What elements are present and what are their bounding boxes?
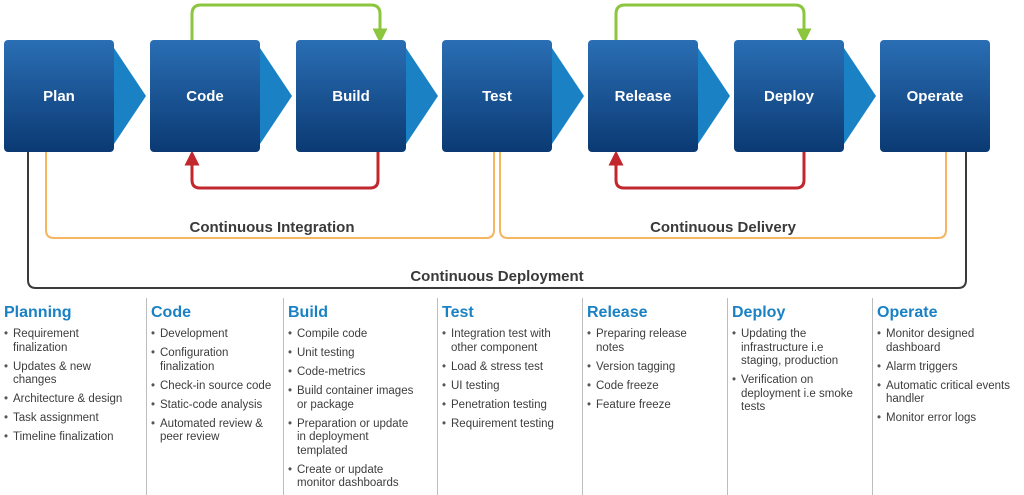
stage-code: Code (150, 40, 292, 152)
stage-details: Planning Requirement finalization Update… (0, 298, 1024, 495)
column-list: Integration test with other component Lo… (442, 328, 571, 431)
stage-label: Release (615, 88, 672, 105)
list-item: Automatic critical events handler (877, 380, 1012, 407)
continuous-integration-bracket (45, 152, 495, 239)
stage-release: Release (588, 40, 730, 152)
continuous-delivery-label: Continuous Delivery (650, 219, 797, 236)
list-item: Code-metrics (288, 366, 417, 380)
column-test: Test Integration test with other compone… (437, 298, 571, 495)
list-item: Task assignment (4, 412, 134, 426)
column-build: Build Compile code Unit testing Code-met… (283, 298, 417, 495)
stage-label: Test (482, 88, 512, 105)
list-item: Static-code analysis (151, 399, 280, 413)
list-item: Architecture & design (4, 393, 134, 407)
list-item: Feature freeze (587, 399, 716, 413)
column-title: Deploy (732, 304, 786, 321)
column-code: Code Development Configuration finalizat… (146, 298, 280, 495)
column-release: Release Preparing release notes Version … (582, 298, 716, 495)
list-item: Configuration finalization (151, 347, 280, 374)
column-list: Preparing release notes Version tagging … (587, 328, 716, 412)
list-item: Code freeze (587, 380, 716, 394)
column-title: Code (151, 304, 191, 321)
list-item: Penetration testing (442, 399, 571, 413)
stage-build: Build (296, 40, 438, 152)
column-list: Development Configuration finalization C… (151, 328, 280, 445)
list-item: Requirement finalization (4, 328, 134, 355)
stage-plan: Plan (4, 40, 146, 152)
list-item: Monitor designed dashboard (877, 328, 1012, 355)
continuous-deployment-label: Continuous Deployment (410, 268, 583, 285)
list-item: Unit testing (288, 347, 417, 361)
stage-label: Build (332, 88, 370, 105)
code-build-green-loop (190, 3, 388, 44)
column-title: Release (587, 304, 648, 321)
column-list: Updating the infrastructure i.e staging,… (732, 328, 861, 415)
column-operate: Operate Monitor designed dashboard Alarm… (872, 298, 1012, 495)
list-item: Load & stress test (442, 361, 571, 375)
list-item: Timeline finalization (4, 431, 134, 445)
pipeline-diagram: Continuous Integration Continuous Delive… (4, 3, 990, 289)
column-title: Test (442, 304, 474, 321)
column-deploy: Deploy Updating the infrastructure i.e s… (727, 298, 861, 495)
column-list: Compile code Unit testing Code-metrics B… (288, 328, 417, 491)
release-deploy-green-loop (614, 3, 812, 44)
column-title: Build (288, 304, 328, 321)
stage-label: Deploy (764, 88, 815, 105)
list-item: Monitor error logs (877, 412, 1012, 426)
column-title: Planning (4, 304, 72, 321)
list-item: Automated review & peer review (151, 418, 280, 445)
list-item: Create or update monitor dashboards (288, 464, 417, 491)
stage-label: Operate (907, 88, 964, 105)
continuous-integration-label: Continuous Integration (190, 219, 355, 236)
list-item: Preparing release notes (587, 328, 716, 355)
list-item: Development (151, 328, 280, 342)
list-item: Preparation or update in deployment temp… (288, 418, 417, 459)
continuous-delivery-bracket (499, 152, 947, 239)
list-item: Check-in source code (151, 380, 280, 394)
list-item: Version tagging (587, 361, 716, 375)
list-item: Integration test with other component (442, 328, 571, 355)
build-code-red-loop (184, 150, 380, 190)
column-planning: Planning Requirement finalization Update… (0, 298, 134, 495)
list-item: Requirement testing (442, 418, 571, 432)
list-item: Alarm triggers (877, 361, 1012, 375)
continuous-deployment-bracket (27, 152, 967, 289)
column-list: Monitor designed dashboard Alarm trigger… (877, 328, 1012, 426)
stage-label: Plan (43, 88, 75, 105)
list-item: Compile code (288, 328, 417, 342)
stage-deploy: Deploy (734, 40, 876, 152)
list-item: Build container images or package (288, 385, 417, 412)
list-item: UI testing (442, 380, 571, 394)
column-title: Operate (877, 304, 938, 321)
column-list: Requirement finalization Updates & new c… (4, 328, 134, 445)
stage-label: Code (186, 88, 224, 105)
deploy-release-red-loop (608, 150, 806, 190)
list-item: Updates & new changes (4, 361, 134, 388)
stage-test: Test (442, 40, 584, 152)
list-item: Verification on deployment i.e smoke tes… (732, 374, 861, 415)
list-item: Updating the infrastructure i.e staging,… (732, 328, 861, 369)
stage-operate: Operate (880, 40, 990, 152)
